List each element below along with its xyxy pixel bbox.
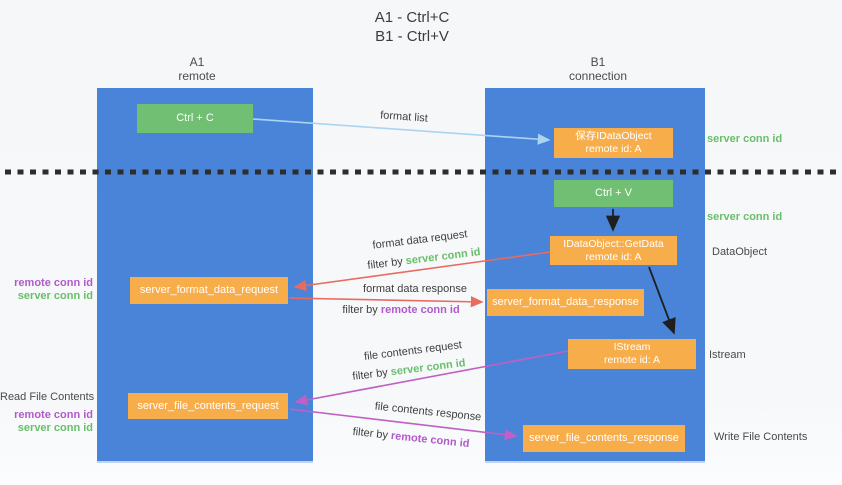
arrow-format-list — [252, 118, 551, 145]
arrow-getdata-to-istream — [648, 266, 676, 335]
column-a1-id: A1 — [189, 55, 205, 69]
arrow-file-contents-request — [294, 350, 569, 406]
node-idataobject-getdata: IDataObject::GetData remote id: A — [550, 236, 677, 265]
left-annotation-read-file: Read File Contents — [0, 391, 95, 404]
node-server-format-data-request: server_format_data_request — [130, 277, 288, 304]
column-header-a1: A1 remote — [178, 55, 215, 83]
node-istream-line2: remote id: A — [603, 354, 661, 366]
node-ctrl-c-label: Ctrl + C — [176, 112, 214, 124]
write-file-contents-label: Write File Contents — [714, 431, 808, 443]
node-file-request-label: server_file_contents_request — [137, 399, 279, 412]
node-format-response-label: server_format_data_response — [492, 296, 639, 308]
server-conn-id-label-right-1: server conn id — [707, 133, 783, 145]
edge-label-filter-remote-1: filter by remote conn id — [342, 304, 460, 316]
column-b1-role: connection — [568, 69, 628, 83]
node-ctrl-c: Ctrl + C — [137, 104, 253, 133]
left-annotation-conn-ids-1: remote conn id server conn id — [0, 277, 93, 303]
node-ctrl-v-label: Ctrl + V — [595, 187, 632, 199]
arrow-format-data-response — [288, 296, 484, 308]
column-a1-role: remote — [178, 69, 216, 83]
remote-conn-id-label-2: remote conn id — [14, 409, 93, 421]
node-save-idataobject-line1: 保存IDataObject — [575, 130, 652, 142]
title-line-2: B1 - Ctrl+V — [375, 28, 449, 45]
dataobject-label: DataObject — [712, 246, 768, 258]
title-line-1: A1 - Ctrl+C — [374, 9, 450, 26]
column-b1-id: B1 — [590, 55, 606, 69]
node-ctrl-v: Ctrl + V — [554, 180, 673, 207]
server-conn-id-label-right-2: server conn id — [707, 211, 783, 223]
remote-conn-id-label-1: remote conn id — [14, 277, 93, 289]
node-getdata-line2: remote id: A — [585, 250, 642, 263]
arrow-format-data-request — [293, 251, 551, 292]
node-server-file-contents-response: server_file_contents_response — [523, 425, 685, 452]
node-save-idataobject-line2: remote id: A — [585, 143, 642, 155]
column-header-b1: B1 connection — [569, 55, 627, 83]
arrow-file-contents-response — [288, 408, 518, 441]
node-getdata-line1: IDataObject::GetData — [563, 237, 664, 250]
server-conn-id-label-left-1: server conn id — [17, 290, 93, 302]
edge-label-format-data-response: format data response — [363, 283, 467, 295]
node-server-file-contents-request: server_file_contents_request — [128, 393, 288, 419]
node-istream-line1: IStream — [613, 341, 651, 353]
node-format-request-label: server_format_data_request — [139, 284, 279, 296]
left-annotation-conn-ids-2: remote conn id server conn id — [0, 409, 93, 435]
diagram-title: A1 - Ctrl+C B1 - Ctrl+V — [375, 8, 450, 46]
istream-side-label: Istream — [709, 349, 746, 361]
node-istream: IStream remote id: A — [568, 339, 696, 369]
node-save-idataobject: 保存IDataObject remote id: A — [554, 128, 673, 158]
server-conn-id-label-left-2: server conn id — [17, 422, 93, 434]
read-file-contents-label: Read File Contents — [0, 391, 95, 403]
node-server-format-data-response: server_format_data_response — [487, 289, 644, 316]
node-file-response-label: server_file_contents_response — [529, 432, 679, 444]
